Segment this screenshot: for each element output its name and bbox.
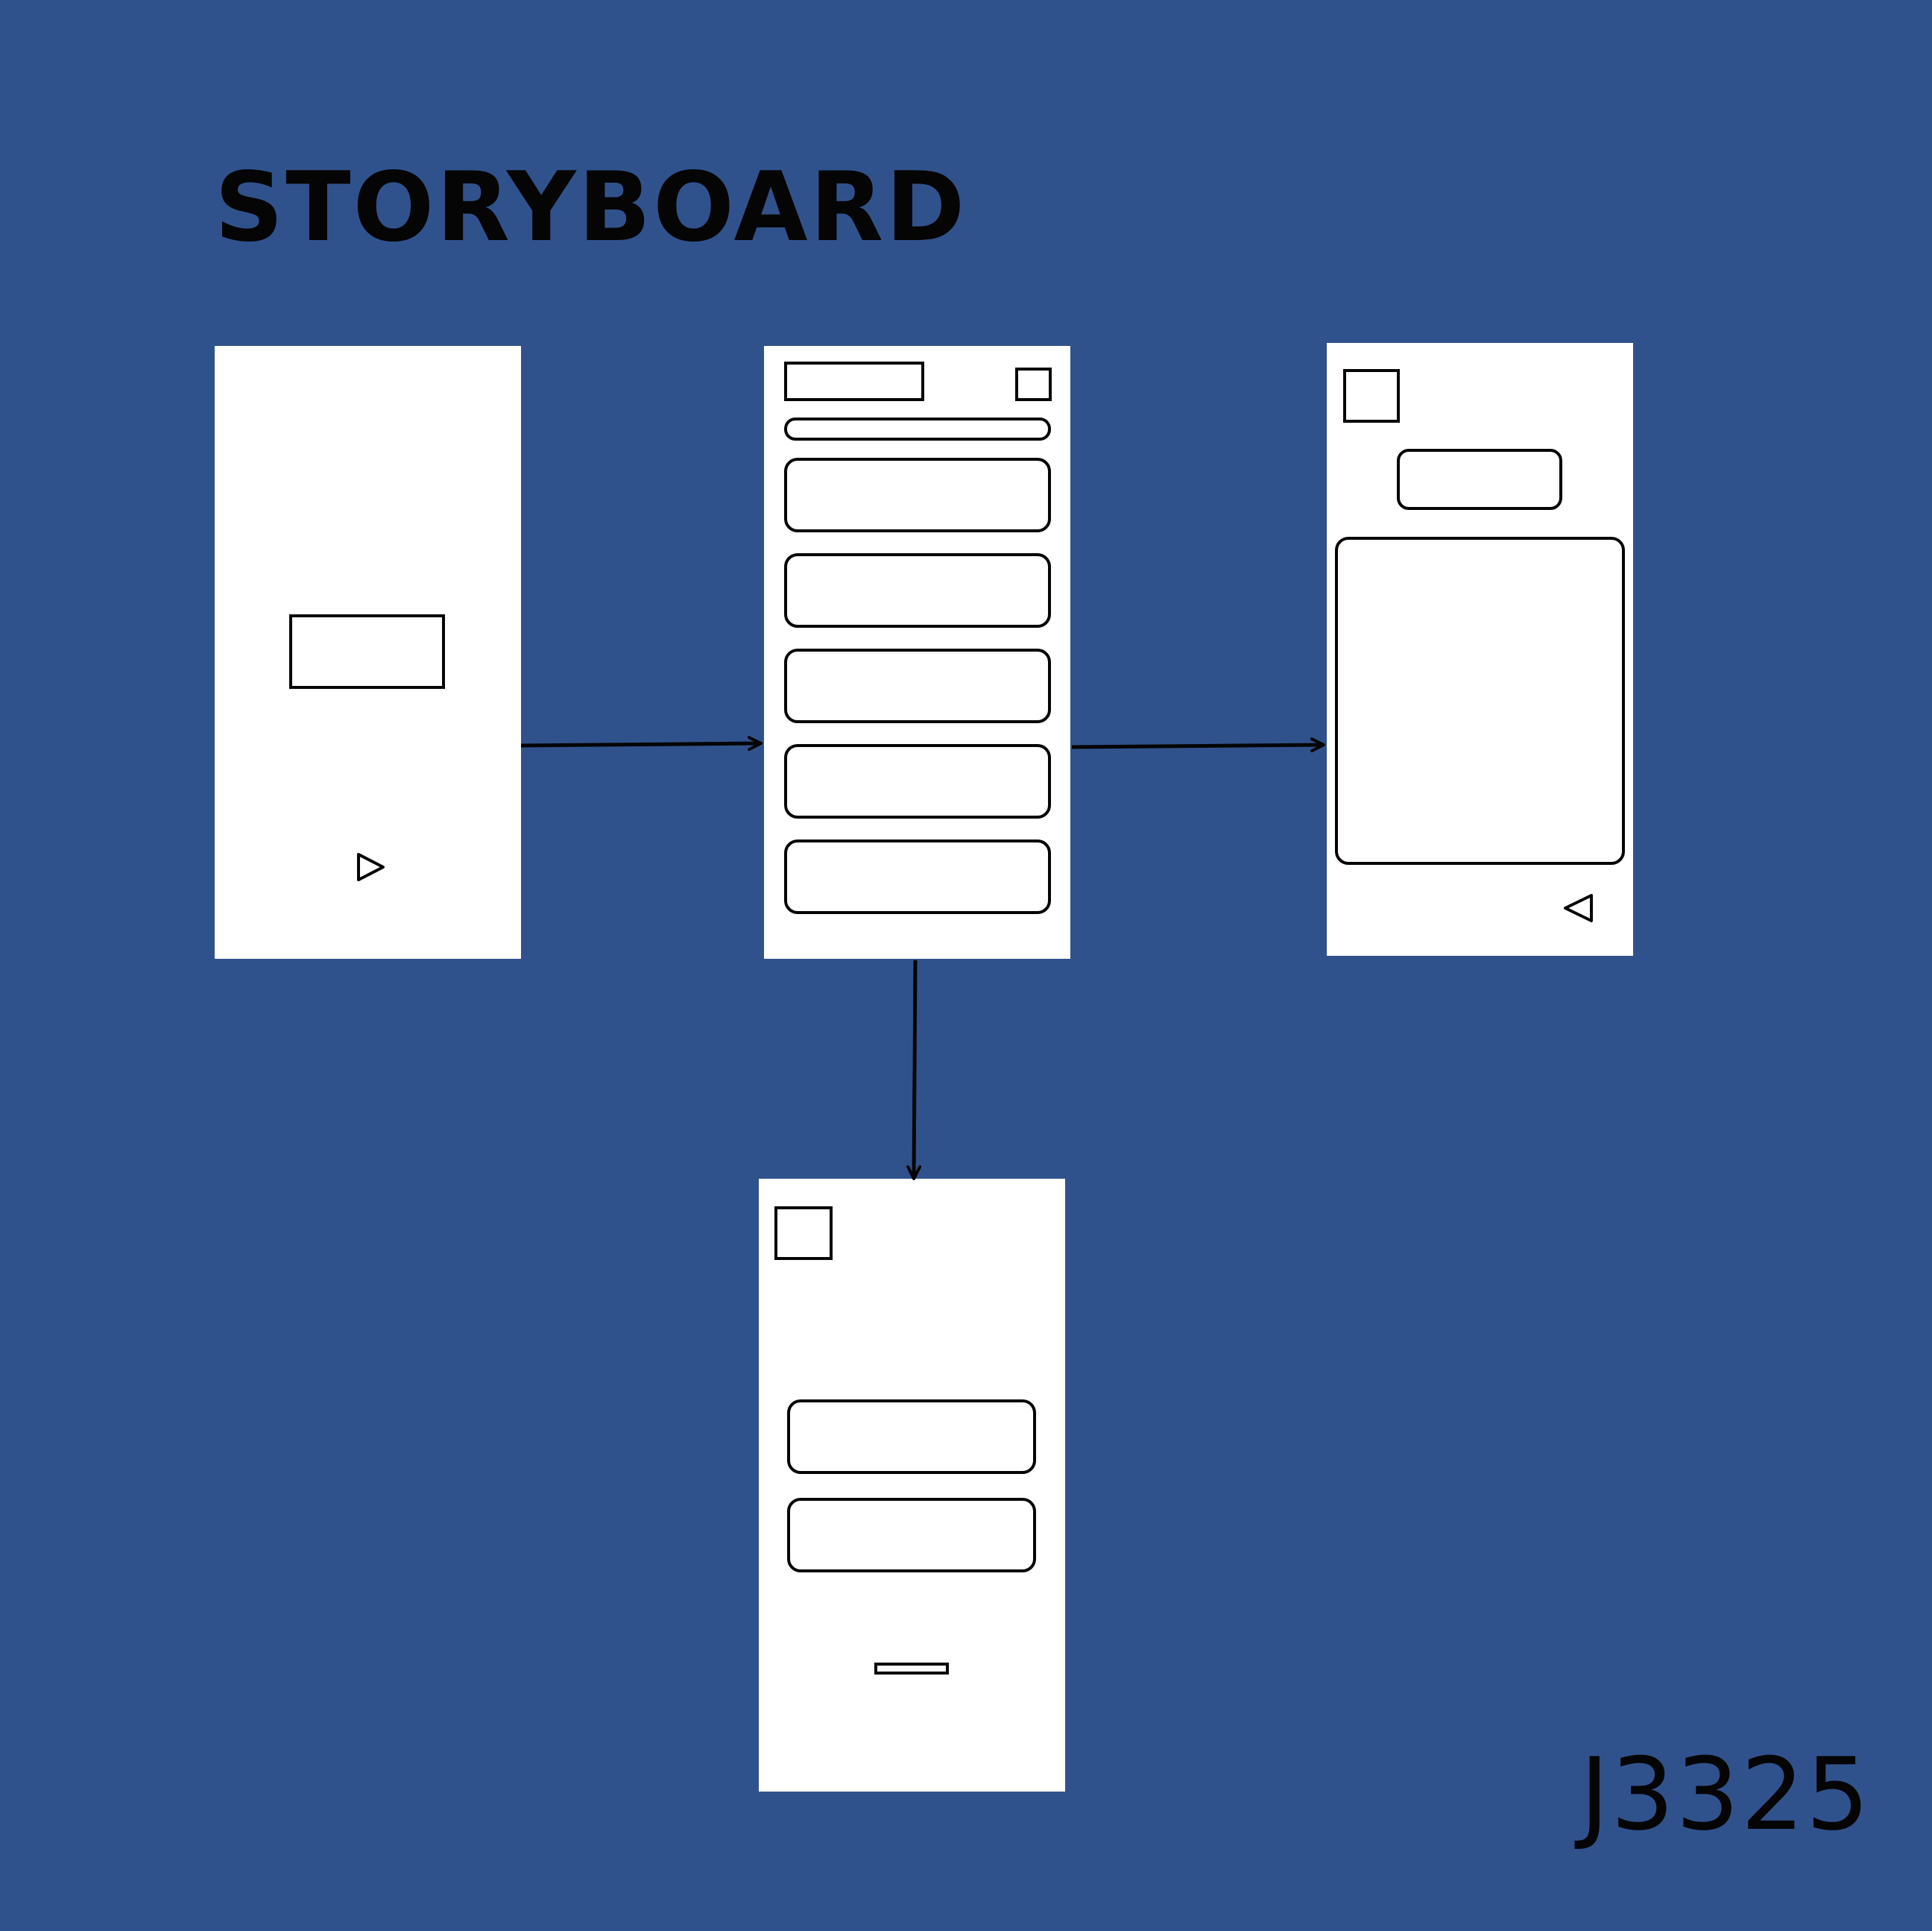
screen-frame xyxy=(1327,343,1633,956)
arrow-screen1-to-screen2 xyxy=(520,736,763,752)
list-item[interactable] xyxy=(784,458,1051,532)
screen-1 xyxy=(215,346,521,959)
play-icon[interactable] xyxy=(357,853,385,881)
list-item[interactable] xyxy=(784,744,1051,819)
button[interactable] xyxy=(787,1399,1036,1474)
small-bar[interactable] xyxy=(874,1663,949,1675)
content-block xyxy=(289,614,445,689)
document-code: J3325 xyxy=(1579,1736,1871,1853)
content-panel xyxy=(1335,537,1625,865)
header-block xyxy=(784,362,924,401)
screen-2 xyxy=(764,346,1070,959)
button[interactable] xyxy=(787,1498,1036,1572)
arrow-screen2-to-screen4 xyxy=(906,960,922,1180)
back-icon[interactable] xyxy=(1564,894,1593,922)
screen-frame xyxy=(764,346,1070,959)
square-icon[interactable] xyxy=(774,1206,833,1260)
square-icon[interactable] xyxy=(1015,368,1052,401)
screen-3 xyxy=(1327,343,1633,956)
page-title: STORYBOARD xyxy=(215,152,967,263)
screen-4 xyxy=(759,1179,1065,1792)
list-item[interactable] xyxy=(784,649,1051,723)
square-icon[interactable] xyxy=(1343,369,1400,423)
search-bar[interactable] xyxy=(784,418,1051,441)
arrow-screen2-to-screen3 xyxy=(1071,737,1325,753)
list-item[interactable] xyxy=(784,553,1051,628)
screen-frame xyxy=(215,346,521,959)
screen-frame xyxy=(759,1179,1065,1792)
list-item[interactable] xyxy=(784,840,1051,914)
pill-button[interactable] xyxy=(1397,449,1562,510)
